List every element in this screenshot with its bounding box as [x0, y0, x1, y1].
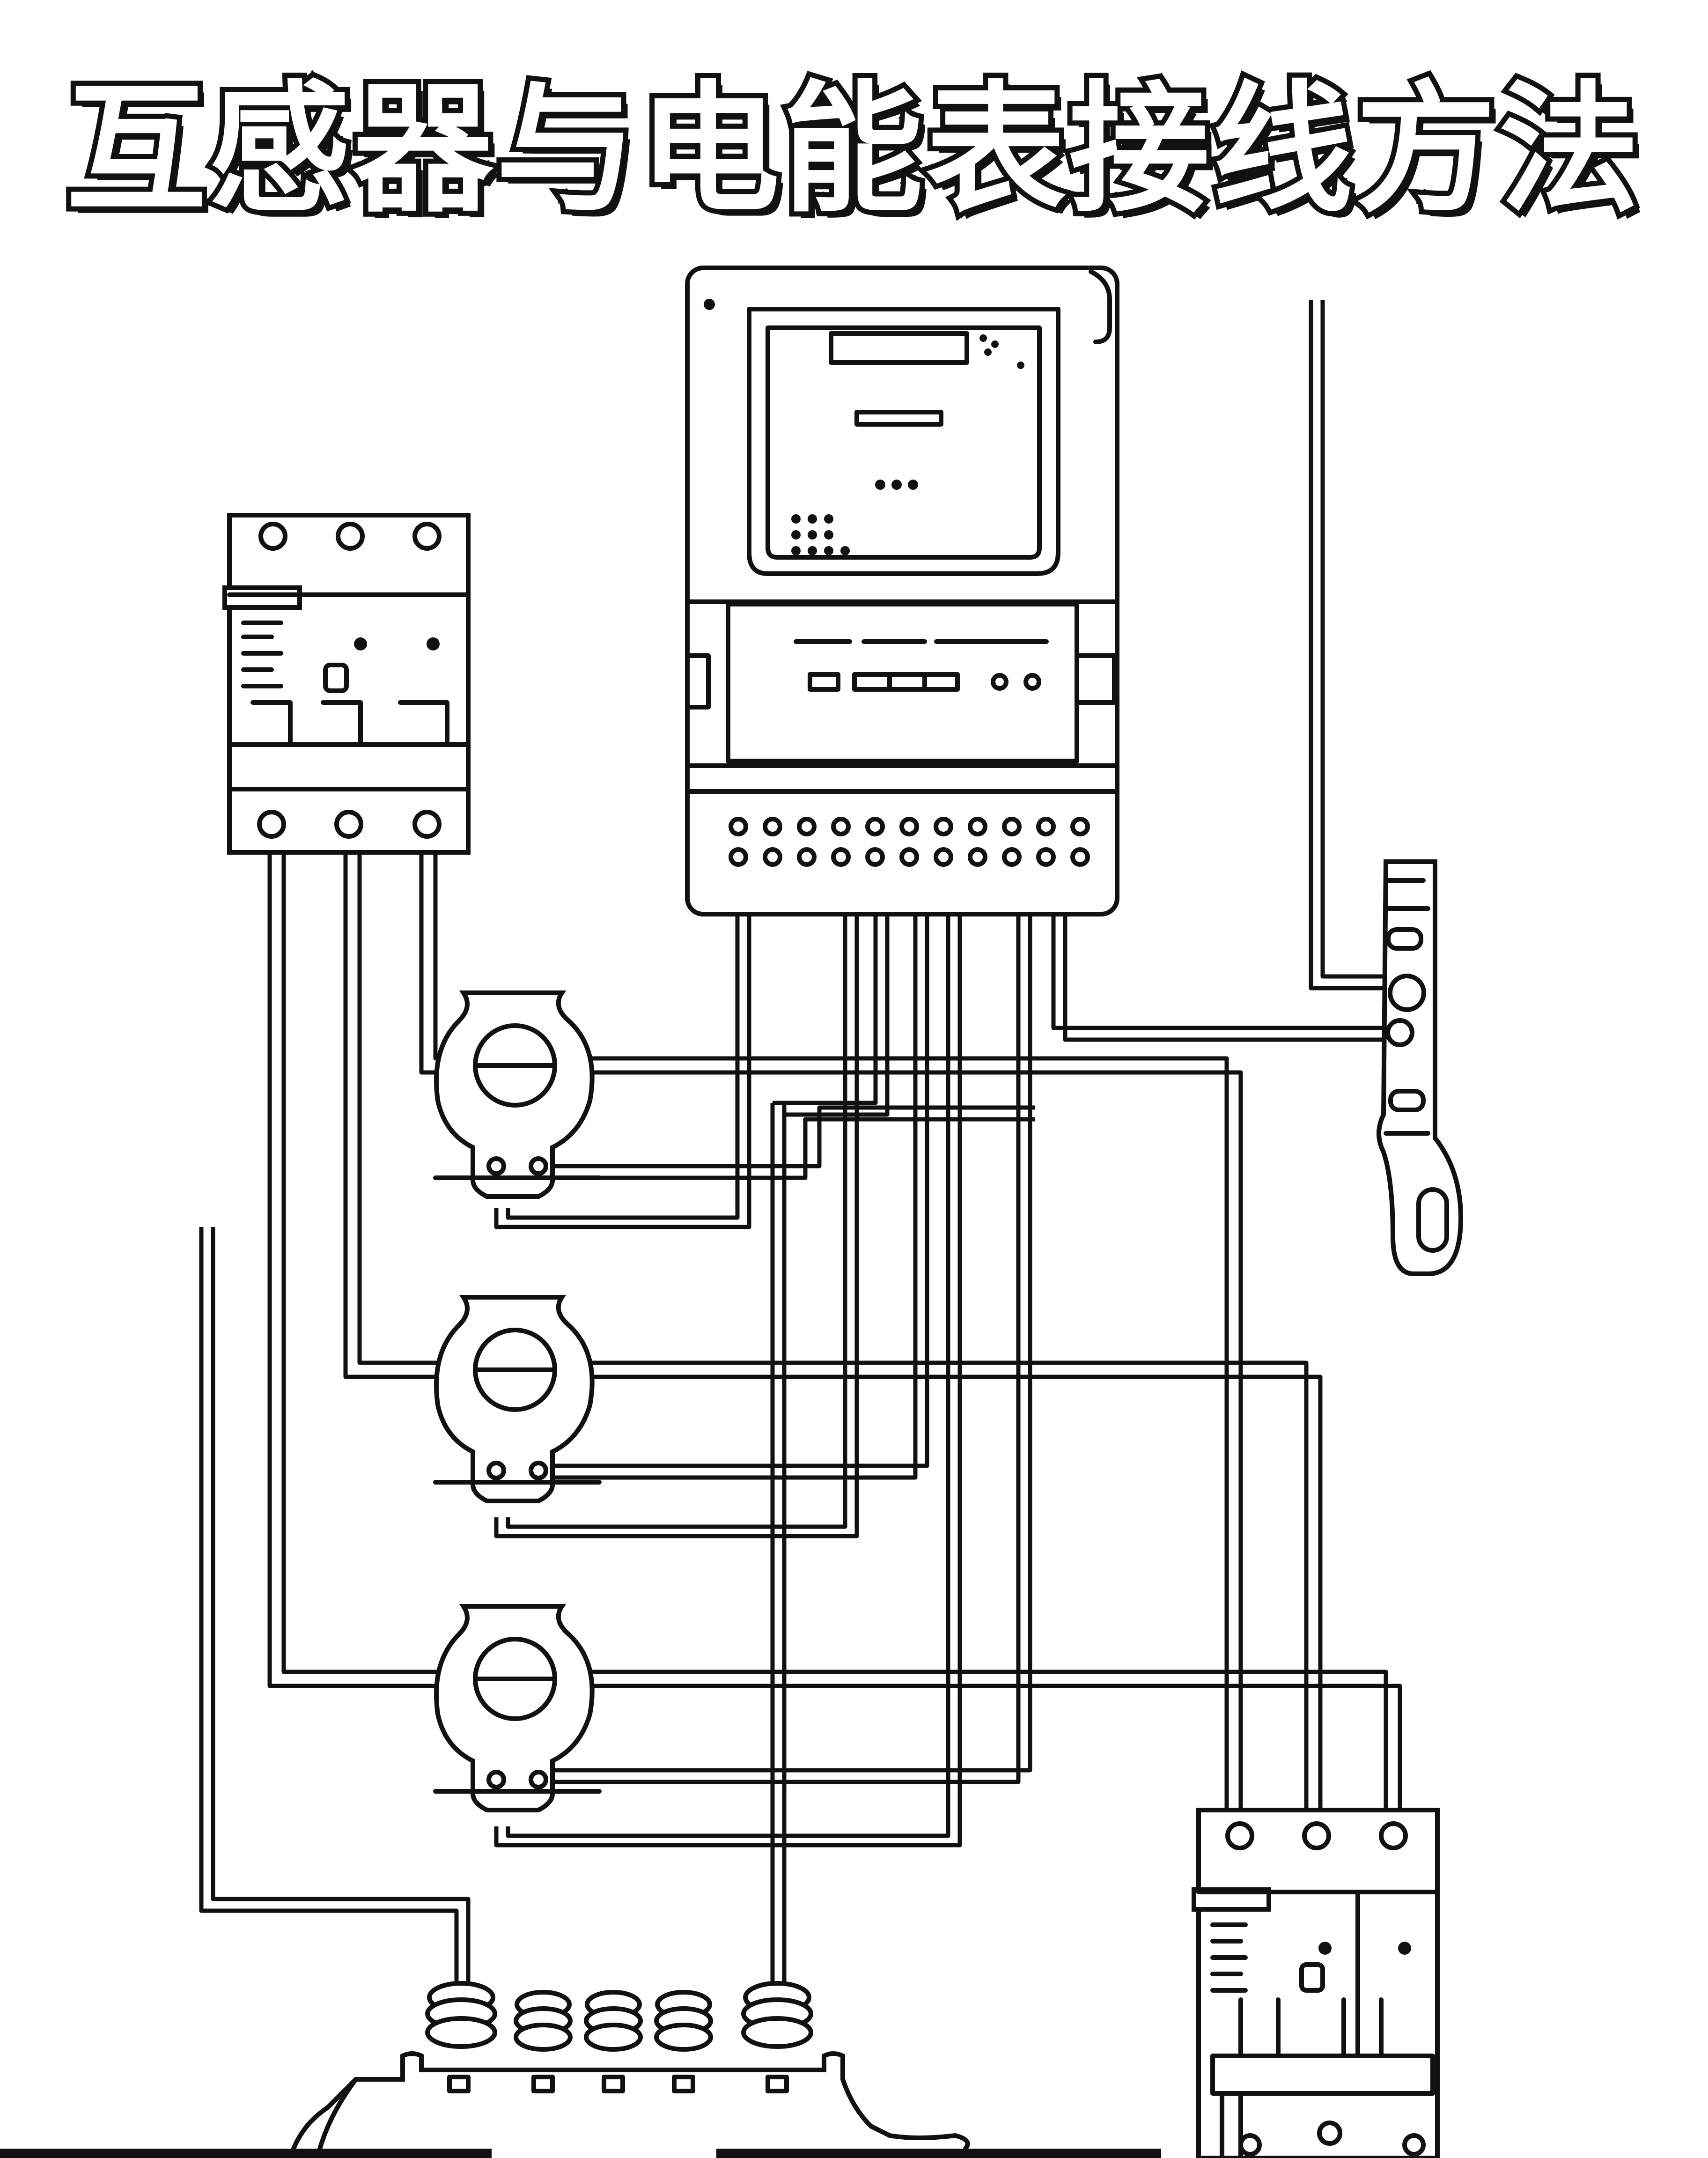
page-title: 互感器与电能表接线方法: [61, 65, 1644, 235]
terminal-block-icon: [288, 1981, 970, 2158]
cable-lug-icon: [1377, 859, 1464, 1276]
current-transformer-icon: [433, 990, 602, 1812]
floor-bar-left: [0, 2149, 492, 2158]
floor-bar-right: [716, 2149, 1161, 2158]
breaker-bottom-right: [1192, 1808, 1440, 2158]
wiring-lines: [199, 300, 1402, 1995]
electric-meter-icon: [685, 266, 1119, 916]
breaker-top-left: [222, 513, 471, 855]
